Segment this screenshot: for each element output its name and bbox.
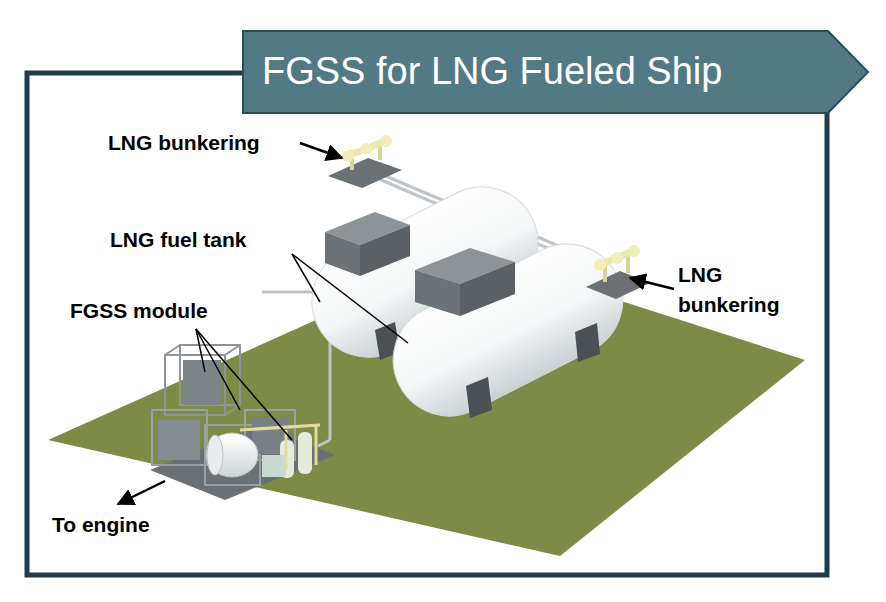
fgss-module [152, 410, 207, 465]
leader-line [630, 278, 674, 289]
tank-box [460, 262, 515, 316]
fgss-module [285, 430, 288, 470]
tank-saddle [466, 377, 492, 418]
bunkering-station [360, 143, 372, 155]
leader-line [292, 254, 320, 302]
leader-line [300, 143, 342, 158]
callout-label: LNG bunkering [108, 128, 260, 158]
fgss-module [165, 345, 240, 415]
tank-box [325, 232, 360, 276]
tank-box [325, 212, 410, 276]
bunkering-station [628, 245, 640, 257]
label-slot: To engine [52, 510, 150, 540]
leader-line [118, 481, 165, 504]
lng-tank [374, 225, 642, 436]
pipe-run [318, 440, 330, 446]
bunkering-station [586, 271, 650, 299]
fgss-module [207, 435, 223, 475]
title-banner [243, 31, 868, 113]
bunkering-station [328, 158, 402, 188]
callout-label: LNG bunkering [678, 260, 806, 321]
label-slot: LNG bunkering [678, 260, 806, 321]
bunkering-station [611, 252, 623, 264]
label-slot: LNG fuel tank [110, 225, 247, 255]
callout-label: FGSS module [70, 296, 208, 326]
bunkering-station [586, 245, 650, 299]
tank-box [360, 225, 410, 276]
fgss-module [262, 455, 286, 477]
fgss-module [298, 432, 312, 474]
label-slot: LNG bunkering [108, 128, 260, 158]
fgss-module [158, 420, 200, 460]
frame [27, 73, 827, 575]
fgss-module [183, 360, 221, 405]
callout-label: LNG fuel tank [110, 225, 247, 255]
callout-label: To engine [52, 510, 150, 540]
bunkering-station [594, 259, 606, 271]
bunkering-station [380, 135, 392, 147]
leader-line [196, 254, 408, 440]
fgss-module [152, 410, 295, 485]
lng-tank [374, 225, 642, 436]
tank-saddle [575, 323, 600, 362]
tank-box [415, 248, 515, 316]
leader-line [196, 329, 240, 410]
fgss-module [165, 345, 180, 355]
fgss-module [205, 425, 260, 485]
leader-line [196, 329, 205, 372]
leader-line [196, 329, 292, 440]
leader-line [292, 254, 408, 343]
fgss-module [225, 345, 240, 355]
title-text: FGSS for LNG Fueled Ship [262, 51, 722, 93]
label-slot: FGSS module [70, 296, 208, 326]
leader-line [118, 143, 674, 504]
fgss-module [150, 345, 335, 500]
fgss-module [206, 433, 258, 477]
bunkering-station [342, 150, 354, 162]
title-slot: FGSS for LNG Fueled Ship [262, 51, 722, 93]
fgss-module [315, 425, 318, 465]
bunkering-station [328, 135, 402, 188]
tank-box [415, 270, 460, 316]
